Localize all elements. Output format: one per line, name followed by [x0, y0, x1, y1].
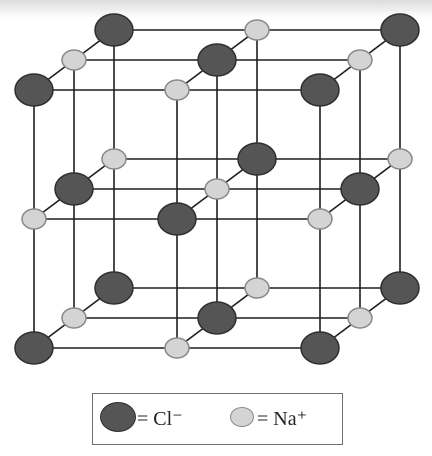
- chloride-ion: [14, 73, 54, 107]
- chloride-ion: [340, 172, 380, 206]
- sodium-ion: [164, 337, 190, 359]
- sodium-legend-label: = Na⁺: [257, 408, 308, 430]
- chloride-ion: [380, 13, 420, 47]
- chloride-ion: [94, 271, 134, 305]
- chloride-ion: [197, 301, 237, 335]
- chloride-ion: [237, 142, 277, 176]
- sodium-ion: [387, 148, 413, 170]
- chloride-ion: [157, 202, 197, 236]
- sodium-ion: [61, 307, 87, 329]
- sodium-ion: [347, 49, 373, 71]
- sodium-ion: [21, 208, 47, 230]
- chloride-ion: [300, 73, 340, 107]
- sodium-ion: [101, 148, 127, 170]
- sodium-ion-legend-swatch: [230, 407, 254, 427]
- sodium-ion: [204, 178, 230, 200]
- chloride-ion: [380, 271, 420, 305]
- chloride-ion: [14, 331, 54, 365]
- nacl-crystal-lattice: [14, 13, 420, 365]
- legend-box: = Cl⁻ = Na⁺: [92, 393, 343, 445]
- chloride-ion: [300, 331, 340, 365]
- sodium-ion: [307, 208, 333, 230]
- chloride-ion: [197, 43, 237, 77]
- chloride-ion-legend-swatch: [100, 402, 136, 432]
- chloride-ion: [94, 13, 134, 47]
- sodium-ion: [347, 307, 373, 329]
- sodium-ion: [244, 19, 270, 41]
- sodium-ion: [164, 79, 190, 101]
- sodium-ion: [61, 49, 87, 71]
- sodium-ion: [244, 277, 270, 299]
- lattice-bonds: [33, 29, 401, 349]
- chloride-legend-label: = Cl⁻: [137, 408, 183, 430]
- lattice-ions: [14, 13, 420, 365]
- top-shading: [0, 0, 432, 18]
- chloride-ion: [54, 172, 94, 206]
